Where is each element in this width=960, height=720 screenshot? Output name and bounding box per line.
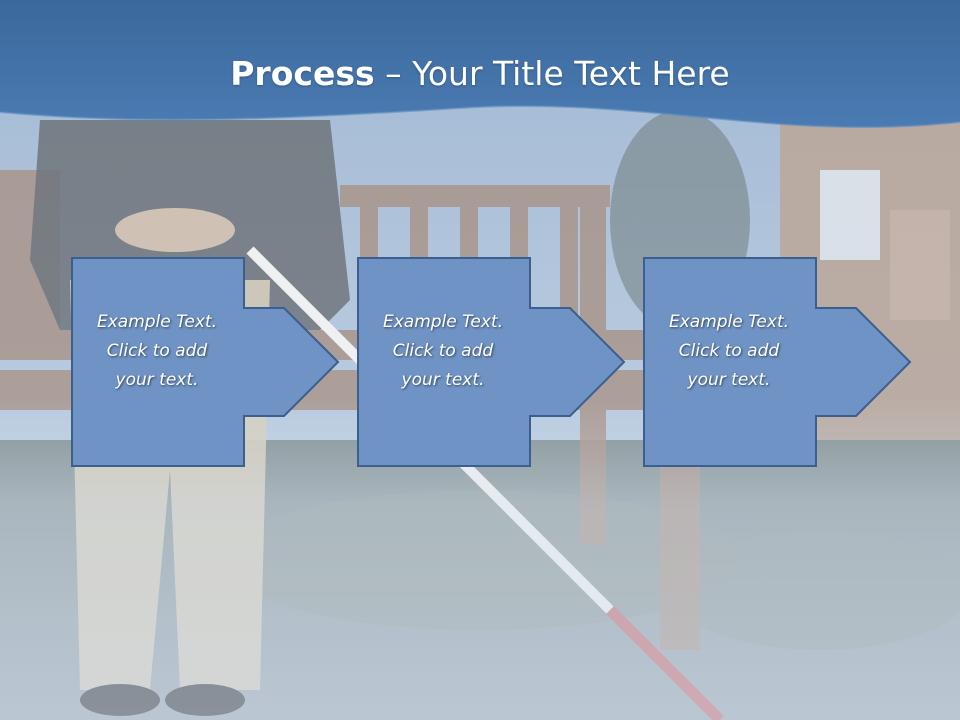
step-arrow-shape — [643, 257, 912, 467]
step-text-line2: Click to add — [106, 341, 208, 361]
process-step-1[interactable]: Example Text. Click to add your text. — [70, 256, 340, 468]
step-text[interactable]: Example Text. Click to add your text. — [646, 308, 812, 395]
step-text-line1: Example Text. — [382, 312, 504, 332]
title-band — [0, 0, 960, 129]
step-arrow-shape — [71, 257, 340, 467]
step-text-line2: Click to add — [678, 341, 780, 361]
step-text-line3: your text. — [115, 370, 199, 390]
step-text-line1: Example Text. — [668, 312, 790, 332]
step-text[interactable]: Example Text. Click to add your text. — [74, 308, 240, 395]
title-rest: – Your Title Text Here — [374, 54, 730, 93]
process-step-3[interactable]: Example Text. Click to add your text. — [642, 256, 912, 468]
step-arrow-shape — [357, 257, 626, 467]
slide-title[interactable]: Process – Your Title Text Here — [0, 52, 960, 96]
process-step-2[interactable]: Example Text. Click to add your text. — [356, 256, 626, 468]
step-text[interactable]: Example Text. Click to add your text. — [360, 308, 526, 395]
step-text-line2: Click to add — [392, 341, 494, 361]
step-text-line1: Example Text. — [96, 312, 218, 332]
step-text-line3: your text. — [687, 370, 771, 390]
step-text-line3: your text. — [401, 370, 485, 390]
title-bold: Process — [230, 54, 375, 93]
